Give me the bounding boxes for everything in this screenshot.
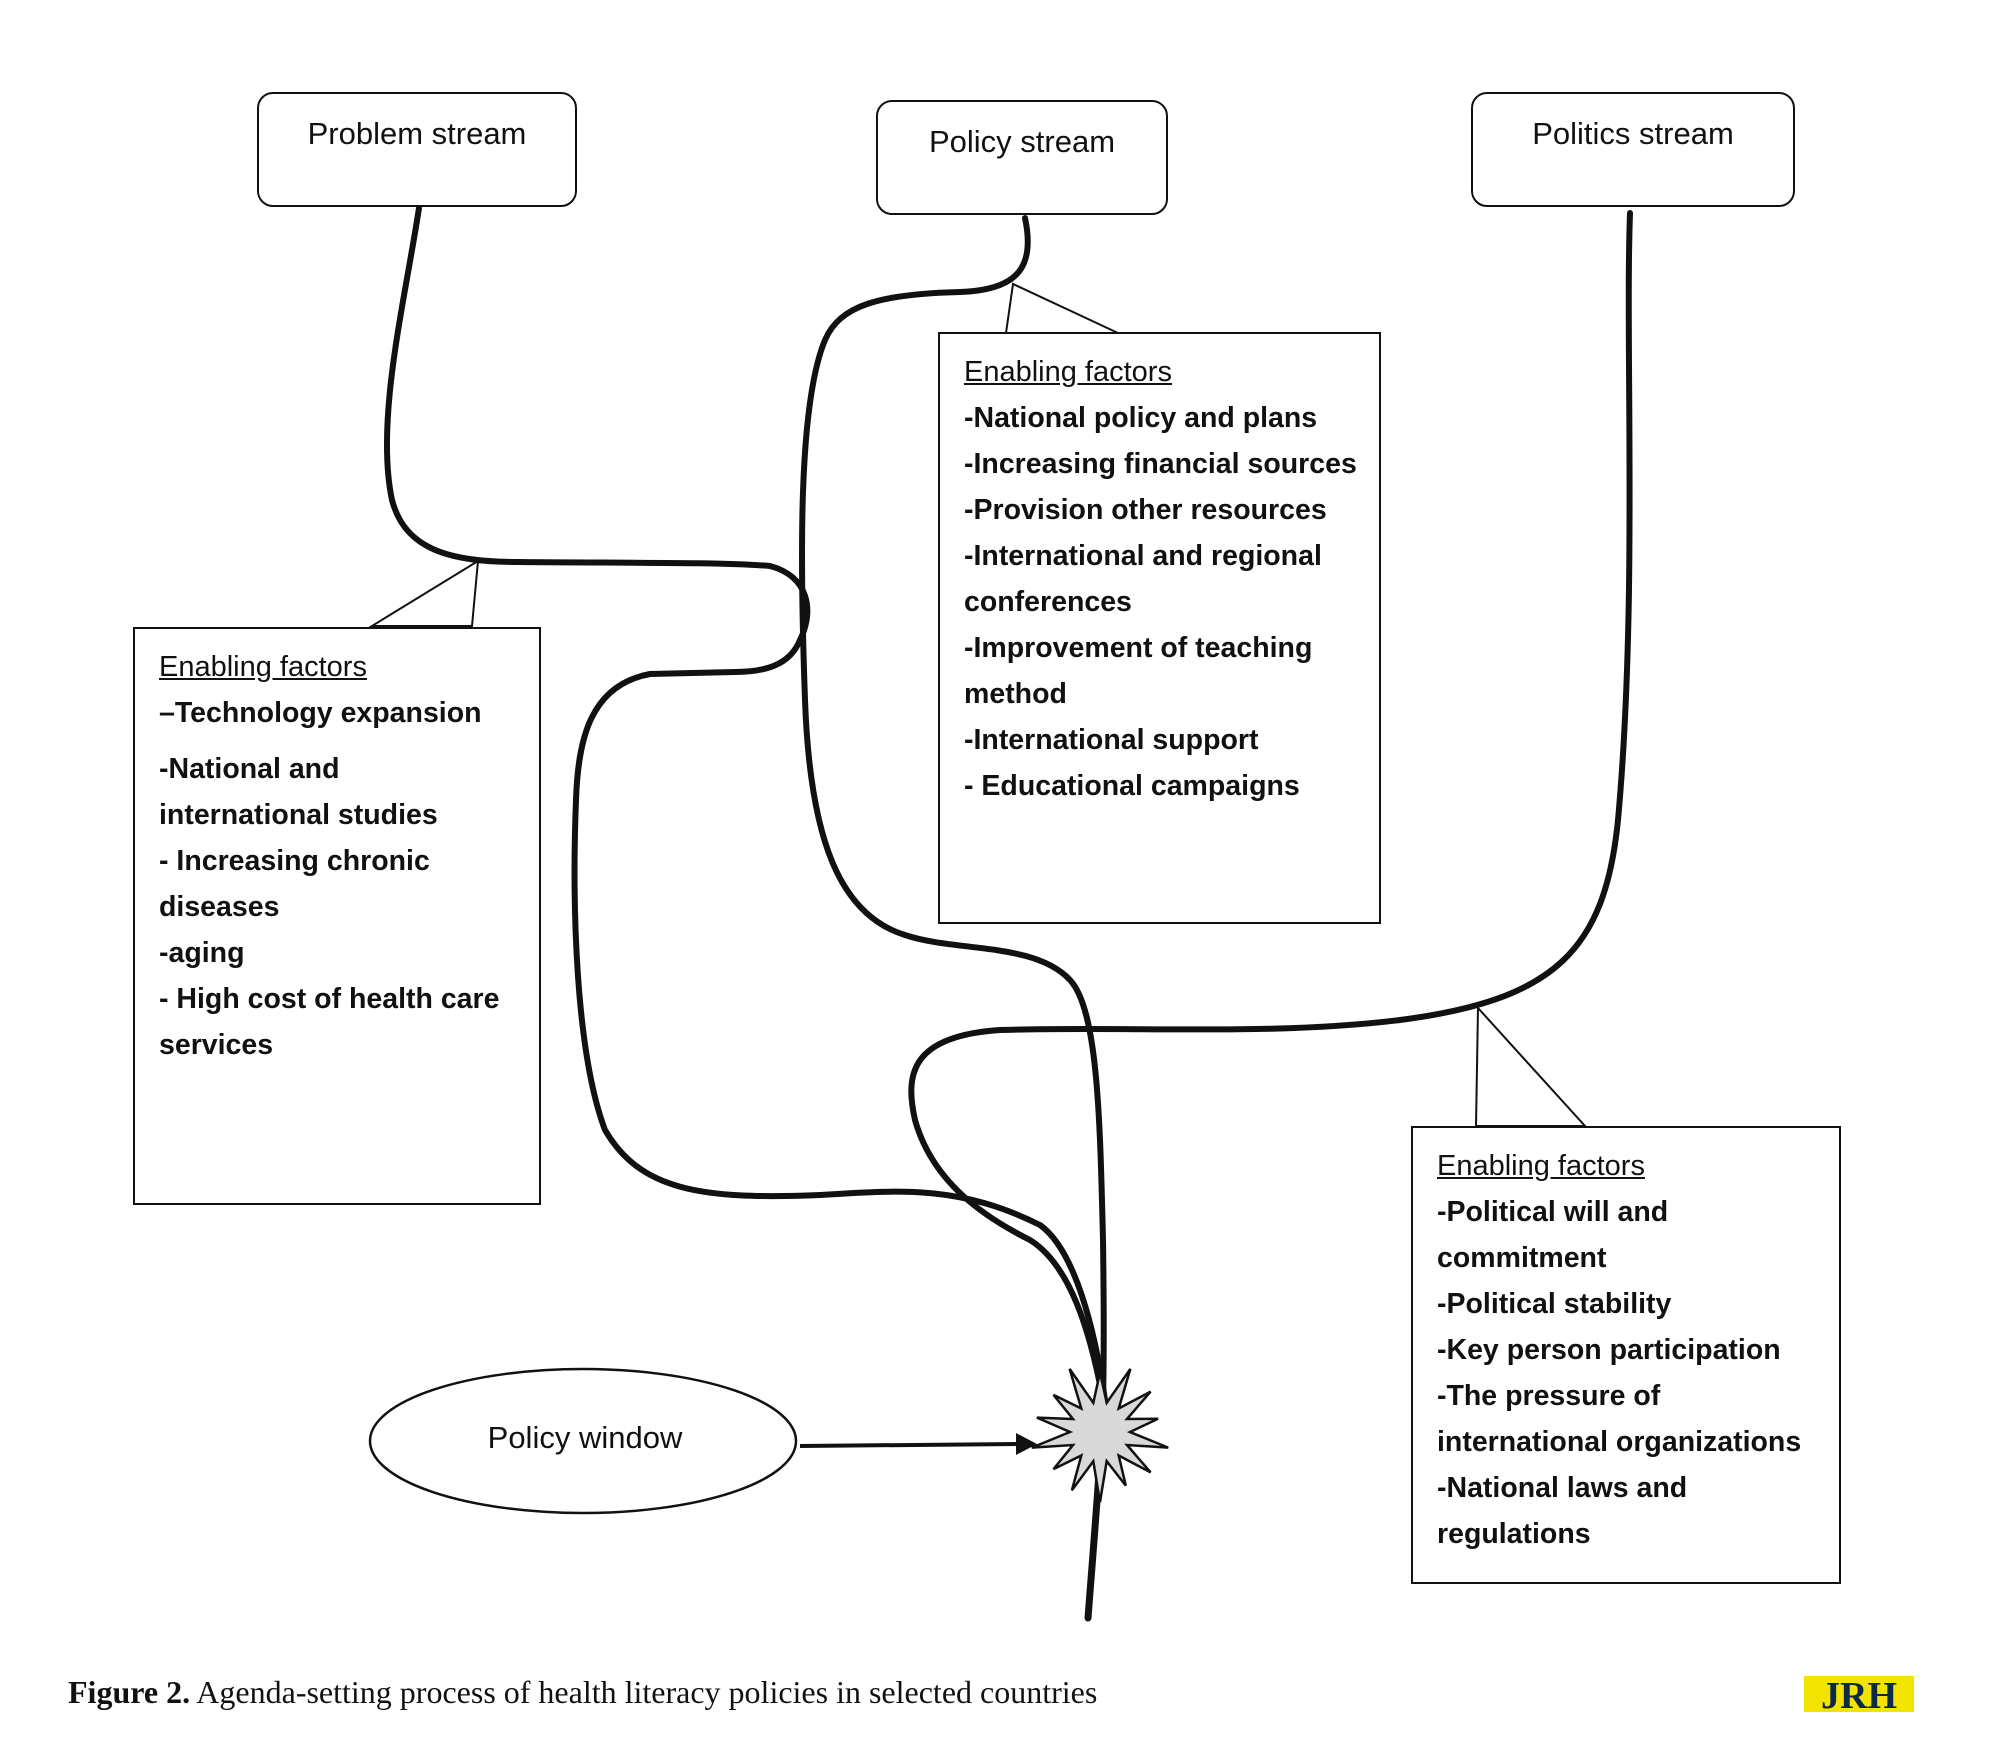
problem-callout-pointer bbox=[368, 559, 480, 627]
policy-factor-item: -National policy and plans bbox=[964, 402, 1318, 434]
journal-logo: JRH bbox=[1804, 1675, 1914, 1716]
problem-stream-line bbox=[383, 205, 1108, 1403]
policy-factor-item: -Increasing financial sources bbox=[964, 448, 1357, 480]
problem-factor-item: -aging bbox=[159, 937, 245, 969]
problem-factor-item: - High cost of health care services bbox=[159, 983, 500, 1061]
politics-callout-pointer bbox=[1474, 1005, 1588, 1127]
politics-factor-item: -Political will and commitment bbox=[1437, 1196, 1669, 1274]
politics-enabling-factors-box: Enabling factors -Political will and com… bbox=[1411, 1126, 1841, 1584]
policy-callout-pointer bbox=[1004, 282, 1119, 334]
policy-factor-item: -International support bbox=[964, 724, 1259, 756]
svg-text:JRH: JRH bbox=[1821, 1675, 1897, 1716]
politics-factor-item: -The pressure of international organizat… bbox=[1437, 1380, 1802, 1458]
politics-factor-item: -Key person participation bbox=[1437, 1334, 1781, 1366]
policy-stream-label: Policy stream bbox=[928, 124, 1116, 159]
policy-stream-line bbox=[798, 215, 1107, 1403]
problem-factor-item: -National and international studies bbox=[159, 753, 438, 831]
politics-stream-label: Politics stream bbox=[1532, 116, 1734, 151]
problem-stream-box: Problem stream bbox=[257, 92, 577, 207]
politics-stream-line bbox=[908, 210, 1633, 1403]
figure-caption-text: Agenda-setting process of health literac… bbox=[190, 1674, 1098, 1710]
policy-stream-box: Policy stream bbox=[876, 100, 1168, 215]
problem-factors-title: Enabling factors bbox=[159, 651, 367, 683]
politics-factor-item: -National laws and regulations bbox=[1437, 1472, 1688, 1550]
politics-factor-item: -Political stability bbox=[1437, 1288, 1672, 1320]
figure-caption: Figure 2. Agenda-setting process of heal… bbox=[68, 1674, 1097, 1711]
policy-enabling-factors-box: Enabling factors -National policy and pl… bbox=[938, 332, 1381, 924]
politics-stream-box: Politics stream bbox=[1471, 92, 1795, 207]
figure-label: Figure 2. bbox=[68, 1674, 191, 1710]
arrowhead-icon bbox=[1016, 1433, 1037, 1455]
policy-factor-item: -International and regional conferences bbox=[964, 540, 1322, 618]
problem-factor-item: –Technology expansion bbox=[159, 697, 482, 729]
problem-enabling-factors-box: Enabling factors –Technology expansion -… bbox=[133, 627, 541, 1205]
policy-window-arrow bbox=[799, 1442, 1021, 1448]
politics-factors-title: Enabling factors bbox=[1437, 1150, 1645, 1182]
policy-factor-item: -Provision other resources bbox=[964, 494, 1327, 526]
problem-factor-item: - Increasing chronic diseases bbox=[159, 845, 430, 923]
problem-stream-label: Problem stream bbox=[307, 116, 527, 151]
policy-factors-title: Enabling factors bbox=[964, 356, 1172, 388]
policy-factor-item: -Improvement of teaching method bbox=[964, 632, 1313, 710]
policy-window-label: Policy window bbox=[487, 1420, 683, 1455]
convergence-starburst-icon bbox=[1031, 1368, 1169, 1503]
policy-window-ellipse bbox=[368, 1367, 798, 1515]
policy-factor-item: - Educational campaigns bbox=[964, 770, 1300, 802]
